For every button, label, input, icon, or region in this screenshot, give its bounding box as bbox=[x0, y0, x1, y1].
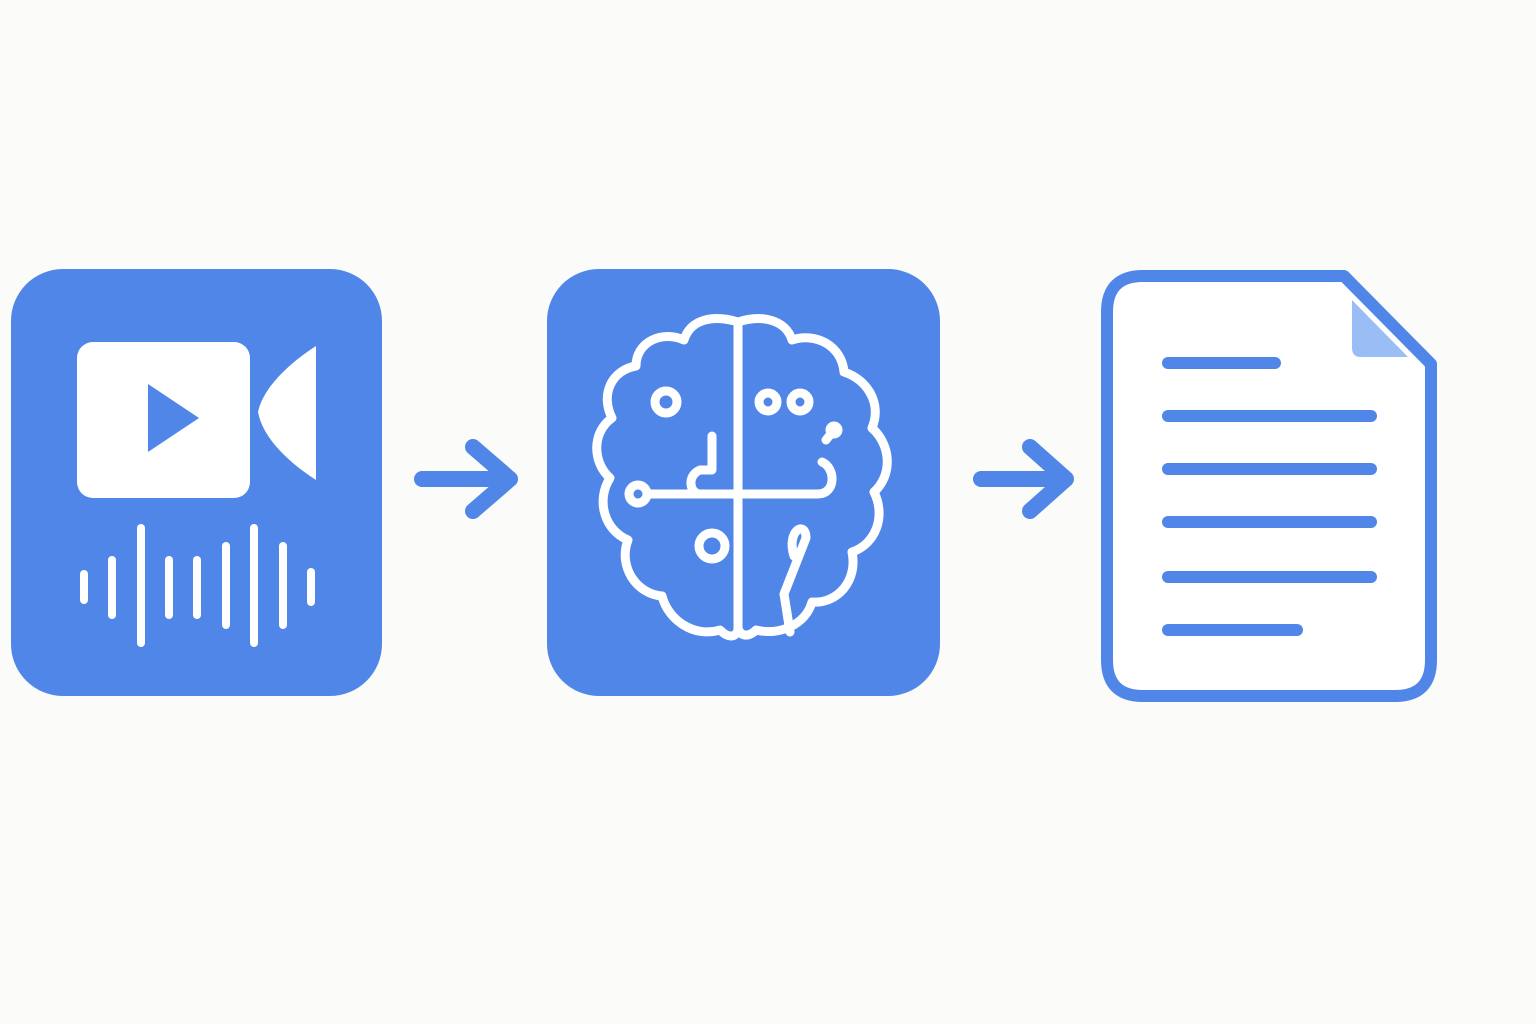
ai-processing-tile bbox=[547, 269, 940, 696]
document-page bbox=[1101, 270, 1437, 702]
circuit-node bbox=[624, 480, 652, 508]
brain-circuit-icon bbox=[592, 314, 892, 641]
circuit-node bbox=[754, 388, 782, 416]
circuit-node bbox=[825, 421, 843, 439]
document-icon bbox=[1101, 270, 1437, 702]
play-triangle bbox=[148, 384, 199, 452]
circuit-trace bbox=[779, 524, 811, 637]
audio-wave-icon bbox=[80, 524, 315, 647]
media-input-tile bbox=[11, 269, 382, 696]
circuit-node bbox=[786, 388, 814, 416]
circuit-node bbox=[650, 386, 682, 418]
circuit-trace bbox=[733, 457, 837, 499]
arrow-right-icon bbox=[414, 439, 518, 519]
camera-lens bbox=[258, 346, 316, 480]
video-camera-icon bbox=[77, 342, 316, 498]
arrow-head bbox=[1022, 439, 1074, 519]
brain-left-hemisphere bbox=[592, 314, 743, 641]
arrow-head bbox=[465, 439, 518, 519]
circuit-node bbox=[694, 528, 730, 564]
arrow-right-icon bbox=[973, 439, 1074, 519]
document-fold bbox=[1352, 300, 1408, 357]
document-text-lines bbox=[1162, 357, 1377, 636]
